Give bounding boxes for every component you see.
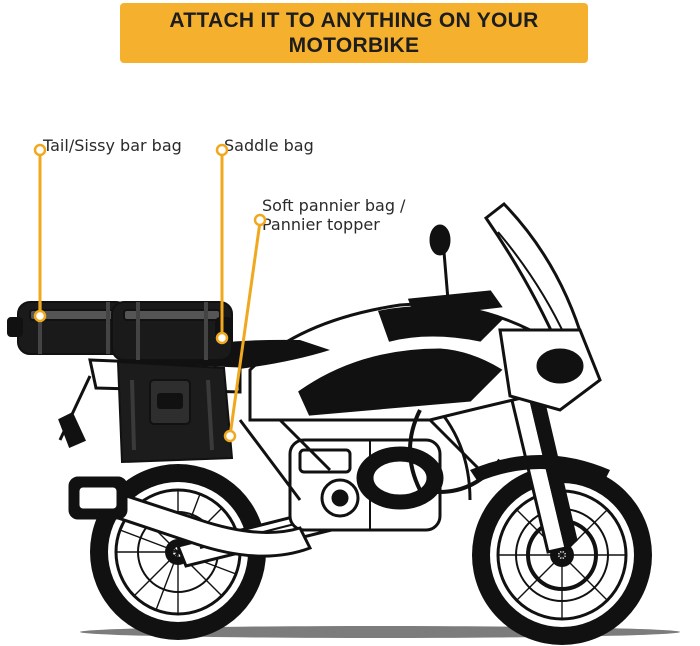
callout-label-tail-bag: Tail/Sissy bar bag bbox=[43, 136, 182, 155]
marker-saddle-bag-label bbox=[215, 143, 229, 157]
callout-markers bbox=[33, 143, 267, 443]
mirror-and-handlebar bbox=[407, 224, 503, 331]
callout-leaders bbox=[38, 152, 262, 437]
crash-bars bbox=[408, 409, 502, 494]
exhaust bbox=[68, 476, 313, 558]
callout-label-saddle-bag: Saddle bag bbox=[224, 136, 314, 155]
front-fairing bbox=[498, 328, 602, 412]
tail-bag bbox=[7, 301, 129, 355]
marker-saddle-bag-point bbox=[215, 331, 229, 345]
title-banner: ATTACH IT TO ANYTHING ON YOUR MOTORBIKE bbox=[120, 3, 588, 63]
callout-label-pannier-bag: Soft pannier bag / Pannier topper bbox=[262, 196, 405, 234]
front-fender bbox=[470, 455, 610, 482]
callout-label-pannier-line-1: Soft pannier bag / bbox=[262, 196, 406, 215]
fuel-tank bbox=[248, 302, 563, 422]
front-wheel bbox=[472, 465, 652, 645]
pannier-bag bbox=[116, 360, 234, 464]
marker-tail-bag-point bbox=[33, 309, 47, 323]
saddle-bag bbox=[111, 301, 233, 361]
engine bbox=[288, 438, 444, 532]
marker-pannier-bag-point bbox=[223, 429, 237, 443]
marker-tail-bag-label bbox=[33, 143, 47, 157]
leader-pannier-bag bbox=[228, 221, 262, 437]
callout-label-pannier-line-2: Pannier topper bbox=[262, 215, 380, 234]
page-title: ATTACH IT TO ANYTHING ON YOUR MOTORBIKE bbox=[169, 9, 539, 57]
marker-pannier-bag-label bbox=[253, 213, 267, 227]
